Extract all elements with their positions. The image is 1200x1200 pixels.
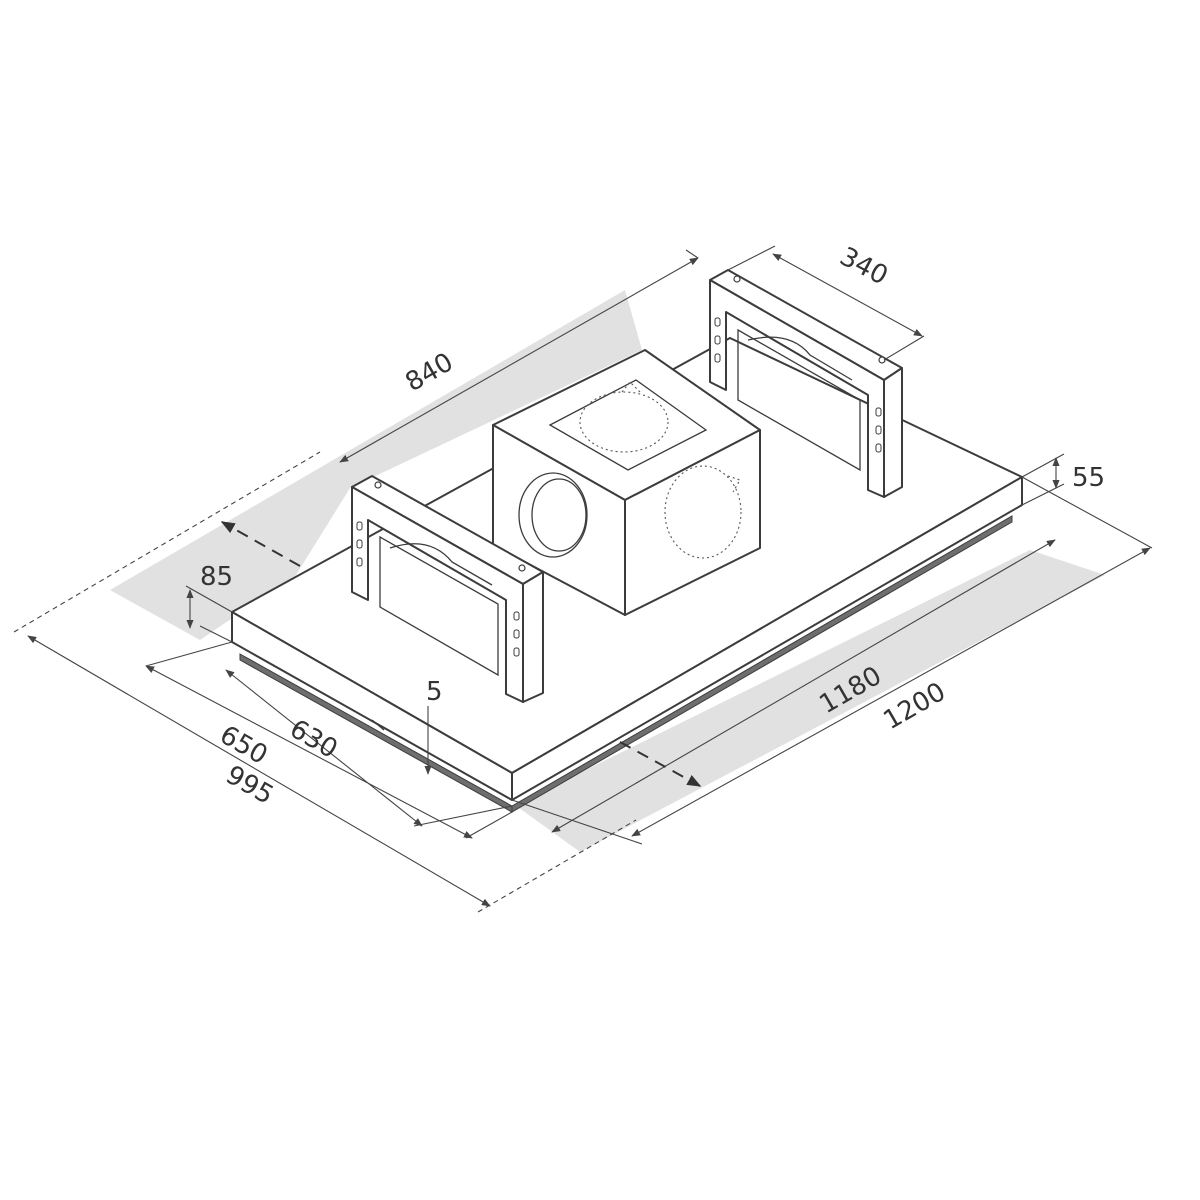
label-340: 340 [835,242,893,292]
ext-340-right [883,335,925,361]
label-55: 55 [1072,463,1105,493]
ext-85-top [185,585,233,613]
motor-right-notch [727,475,741,493]
ext-1200-right [1021,476,1153,549]
dim-line-995 [27,635,491,907]
ext-55-top [1021,453,1065,478]
label-995: 995 [221,760,279,811]
ext-840-right [685,249,699,259]
label-85: 85 [200,562,233,592]
dim-line-840 [339,257,699,463]
ext-650-left [145,641,233,667]
label-630: 630 [285,714,343,765]
ext-650-right [465,811,513,839]
ext-1200-left [511,799,643,845]
ext-55-bottom [1021,483,1065,506]
label-5: 5 [426,677,443,707]
label-840: 840 [401,347,459,398]
dim-line-340 [772,253,923,337]
ext-995-right-dashed [477,819,637,913]
ext-630-right [413,805,513,827]
depth-arrow-right [619,741,702,787]
bracket-front [351,475,544,703]
ext-340-left [727,245,776,271]
depth-arrow-left [220,521,301,567]
dim-line-1200 [631,547,1151,837]
